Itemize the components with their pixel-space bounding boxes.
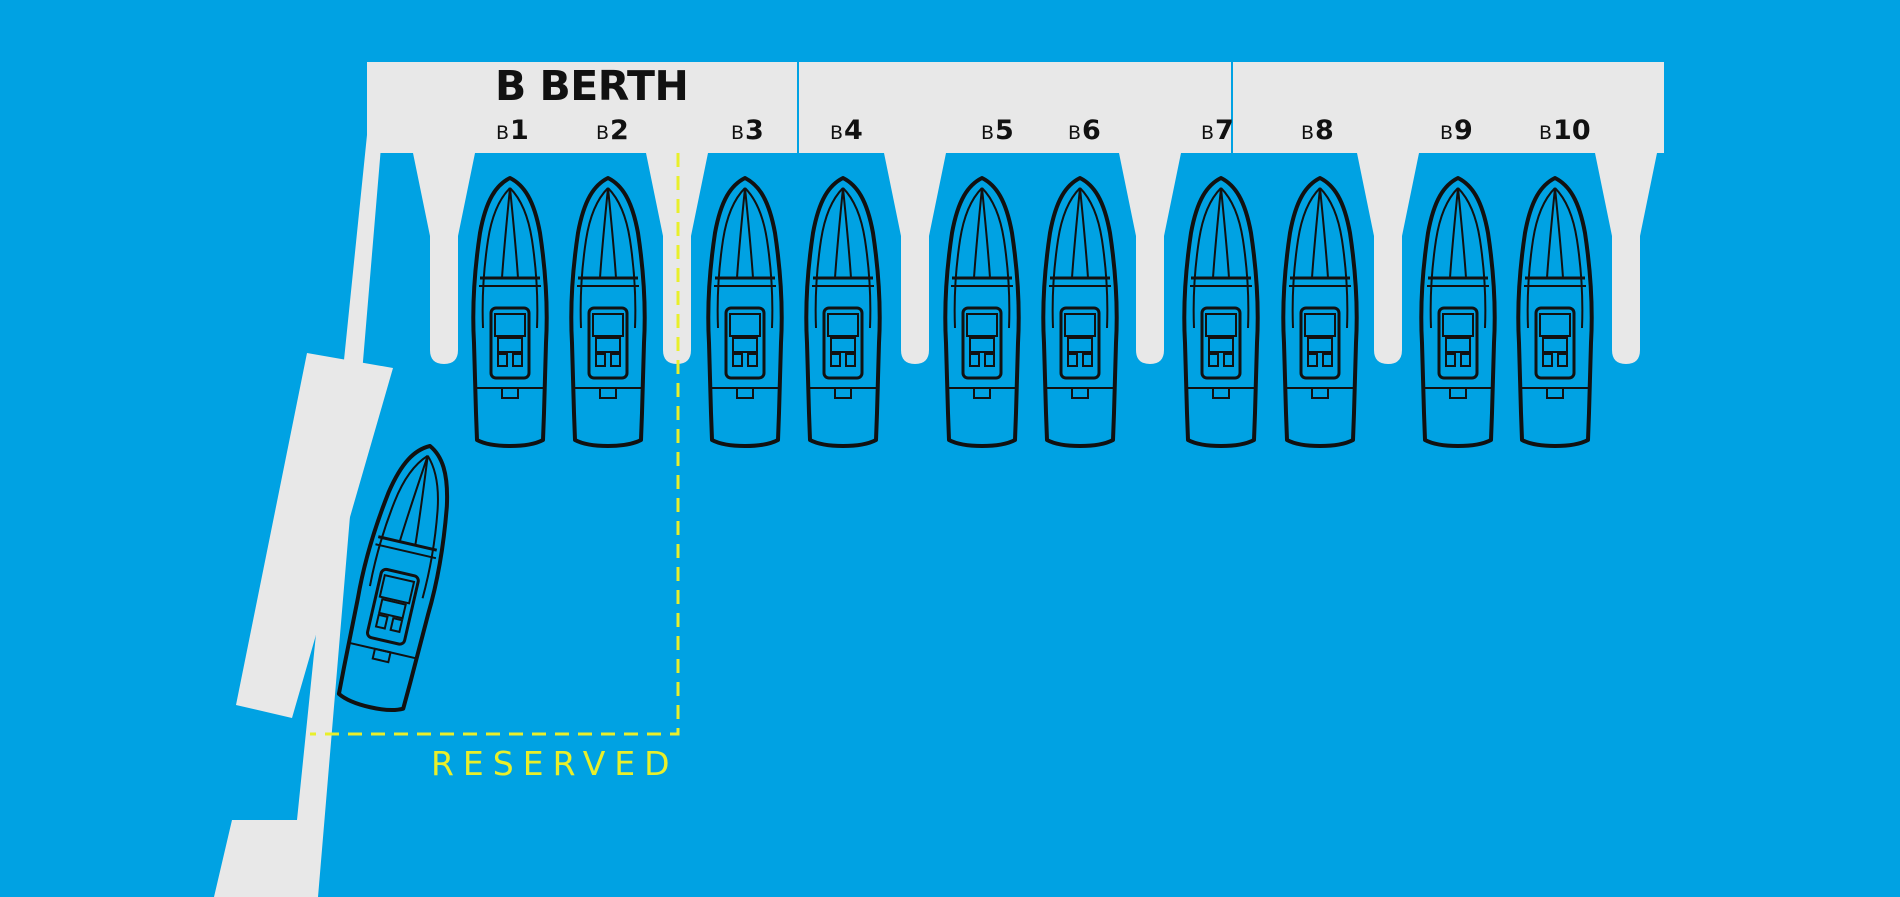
berth-label-b3[interactable]: B3	[731, 115, 764, 146]
boat-icon	[569, 176, 647, 448]
berth-prefix: B	[1068, 122, 1082, 144]
berth-number: 2	[610, 115, 629, 146]
boat-icon	[1516, 176, 1594, 448]
finger-pier	[884, 153, 946, 364]
berth-prefix: B	[981, 122, 995, 144]
berth-label-b5[interactable]: B5	[981, 115, 1014, 146]
berth-label-b1[interactable]: B1	[496, 115, 529, 146]
berth-prefix: B	[1201, 122, 1215, 144]
berth-label-b8[interactable]: B8	[1301, 115, 1334, 146]
boat-icon	[1041, 176, 1119, 448]
berth-number: 3	[745, 115, 764, 146]
berth-number: 7	[1215, 115, 1234, 146]
boat-icon	[706, 176, 784, 448]
berth-title: B BERTH	[495, 62, 689, 110]
berth-prefix: B	[596, 122, 610, 144]
berth-prefix: B	[496, 122, 510, 144]
berth-label-b4[interactable]: B4	[830, 115, 863, 146]
berth-label-b7[interactable]: B7	[1201, 115, 1234, 146]
berth-label-b6[interactable]: B6	[1068, 115, 1101, 146]
berth-number: 5	[995, 115, 1014, 146]
berth-number: 6	[1082, 115, 1101, 146]
finger-pier	[413, 153, 475, 364]
berth-prefix: B	[830, 122, 844, 144]
finger-piers	[413, 153, 1657, 364]
gangway-landing	[236, 353, 393, 718]
berth-number: 8	[1315, 115, 1334, 146]
reserved-label: RESERVED	[431, 744, 679, 783]
berth-label-b2[interactable]: B2	[596, 115, 629, 146]
boat-icon	[943, 176, 1021, 448]
boat-icon	[804, 176, 882, 448]
boat-icon	[471, 176, 549, 448]
reserved-berth-outline	[310, 153, 680, 736]
berth-number: 9	[1454, 115, 1473, 146]
berth-prefix: B	[731, 122, 745, 144]
boat-icon	[1281, 176, 1359, 448]
boat-icon	[1182, 176, 1260, 448]
berth-prefix: B	[1539, 122, 1553, 144]
berth-label-b9[interactable]: B9	[1440, 115, 1473, 146]
boat-icon	[1419, 176, 1497, 448]
moored-boats	[471, 176, 1594, 448]
main-dock	[367, 62, 1664, 153]
berth-number: 10	[1553, 115, 1591, 146]
finger-pier	[1119, 153, 1181, 364]
berth-prefix: B	[1301, 122, 1315, 144]
finger-pier	[1357, 153, 1419, 364]
berth-label-b10[interactable]: B10	[1539, 115, 1591, 146]
berth-number: 4	[844, 115, 863, 146]
finger-pier	[1595, 153, 1657, 364]
berth-prefix: B	[1440, 122, 1454, 144]
berth-number: 1	[510, 115, 529, 146]
